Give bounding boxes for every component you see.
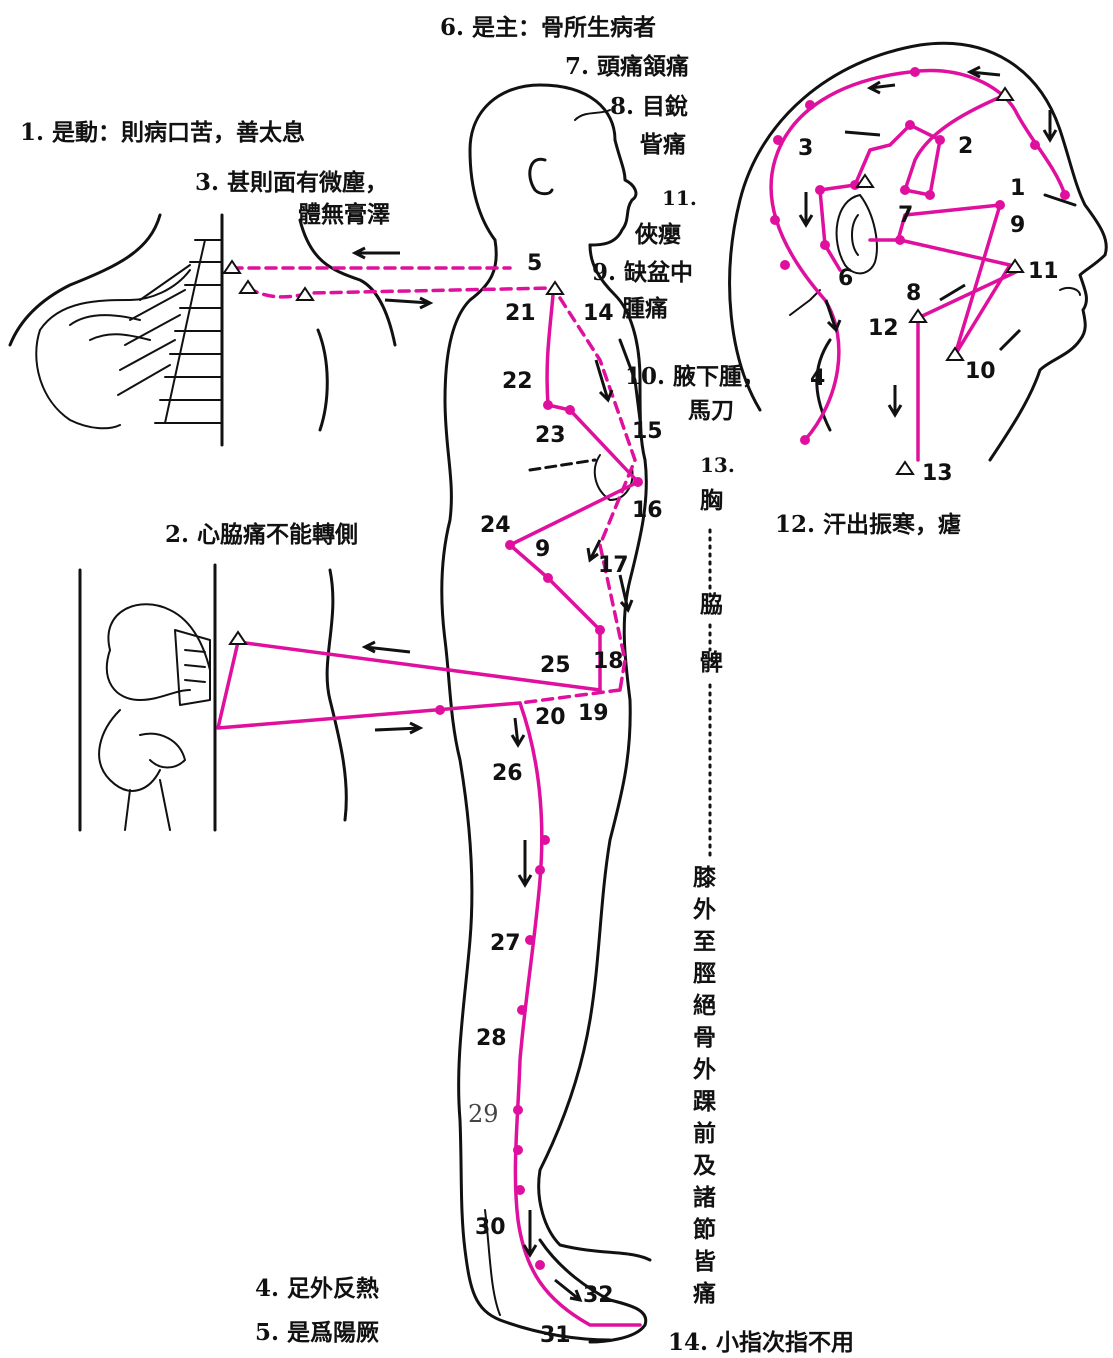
symptom-9b: 腫痛 — [622, 295, 668, 322]
symptom-3a: 3. 甚則面有微塵， — [195, 169, 388, 196]
point-number: 19 — [578, 701, 609, 726]
meridian-points — [435, 67, 1070, 1270]
symptom-13-lower-0: 膝 — [693, 864, 717, 891]
point-number: 15 — [632, 419, 663, 444]
point-number: 28 — [476, 1026, 507, 1051]
point-number: 32 — [583, 1283, 614, 1308]
symptom-14: 14. 小指次指不用 — [668, 1329, 854, 1356]
point-number: 13 — [922, 461, 953, 486]
point-number: 14 — [583, 301, 614, 326]
point-number: 4 — [810, 366, 825, 391]
symptom-13-vertical: 膝 外 至 脛 絕 骨 外 踝 前 及 諸 節 皆 痛 — [693, 864, 717, 1307]
point-number: 17 — [598, 553, 629, 578]
point-number: 24 — [480, 513, 511, 538]
chest-leader-dashed — [530, 460, 595, 470]
symptom-13-lower-4: 絕 — [693, 992, 716, 1019]
point-number: 23 — [535, 423, 566, 448]
symptom-11a: 11. — [662, 186, 697, 210]
symptom-13-lower-12: 皆 — [693, 1248, 716, 1275]
pelvis-inset — [80, 565, 346, 830]
point-number: 16 — [632, 498, 663, 523]
point-number: 18 — [593, 649, 624, 674]
point-number: 10 — [965, 359, 996, 384]
symptom-8b: 眥痛 — [640, 131, 686, 158]
symptom-13-lower-2: 至 — [693, 928, 716, 955]
point-number: 6 — [838, 266, 853, 291]
symptom-13-lower-3: 脛 — [693, 960, 716, 987]
symptom-12: 12. 汗出振寒，瘧 — [775, 511, 961, 538]
symptom-13: 13. — [700, 453, 735, 477]
point-number: 12 — [868, 316, 899, 341]
symptom-6: 6. 是主：骨所生病者 — [440, 14, 656, 41]
meridian-shoulder-dashed-lower — [248, 288, 553, 297]
point-number: 3 — [798, 136, 813, 161]
meridian-hip-lower — [218, 642, 520, 728]
symptom-13-lower-9: 及 — [693, 1152, 716, 1179]
symptom-13-lower-13: 痛 — [693, 1280, 716, 1307]
symptom-10a: 10. 腋下腫， — [625, 363, 765, 390]
point-number: 27 — [490, 931, 521, 956]
point-number: 26 — [492, 761, 523, 786]
symptom-3b: 體無膏澤 — [298, 201, 390, 228]
symptom-13-lower-8: 前 — [693, 1120, 716, 1147]
point-number: 31 — [540, 1323, 571, 1348]
symptom-4: 4. 足外反熱 — [255, 1275, 379, 1302]
symptom-13-char-0: 胸 — [700, 487, 723, 514]
symptom-13-char-1: 脇 — [700, 591, 723, 618]
body-point-numbers: 5 21 14 22 23 15 16 24 9 17 25 18 20 19 … — [468, 251, 663, 1348]
point-number: 29 — [468, 1100, 499, 1128]
symptom-13-char-2: 髀 — [700, 649, 723, 676]
symptom-13-lower-10: 諸 — [693, 1184, 716, 1211]
symptom-13-lower-6: 外 — [693, 1056, 716, 1083]
point-number: 22 — [502, 369, 533, 394]
symptom-13-lower-11: 節 — [693, 1216, 716, 1243]
point-number: 5 — [527, 251, 542, 276]
point-number: 20 — [535, 705, 566, 730]
point-number: 9 — [535, 537, 550, 562]
symptom-10b: 馬刀 — [688, 397, 734, 424]
symptom-13-lower-7: 踝 — [693, 1088, 717, 1115]
symptom-13-lower-1: 外 — [693, 896, 716, 923]
point-number: 9 — [1010, 213, 1025, 238]
point-number: 11 — [1028, 259, 1059, 284]
symptom-11b: 俠癭 — [634, 221, 681, 248]
point-number: 21 — [505, 301, 536, 326]
point-number: 30 — [475, 1215, 506, 1240]
symptom-7: 7. 頭痛頷痛 — [565, 53, 689, 80]
symptom-9a: 9. 缺盆中 — [592, 259, 693, 286]
point-number: 1 — [1010, 176, 1025, 201]
point-number: 7 — [898, 203, 913, 228]
spine-vertebrae — [118, 240, 222, 423]
point-number: 25 — [540, 653, 571, 678]
symptom-1: 1. 是動：則病口苦，善太息 — [20, 119, 305, 146]
symptom-8a: 8. 目銳 — [610, 93, 688, 120]
shoulder-inset — [10, 215, 395, 445]
symptom-5: 5. 是爲陽厥 — [255, 1319, 379, 1346]
symptom-2: 2. 心脇痛不能轉側 — [165, 521, 358, 548]
point-number: 8 — [906, 281, 921, 306]
symptom-13-lower-5: 骨 — [693, 1024, 716, 1051]
point-number: 2 — [958, 134, 973, 159]
